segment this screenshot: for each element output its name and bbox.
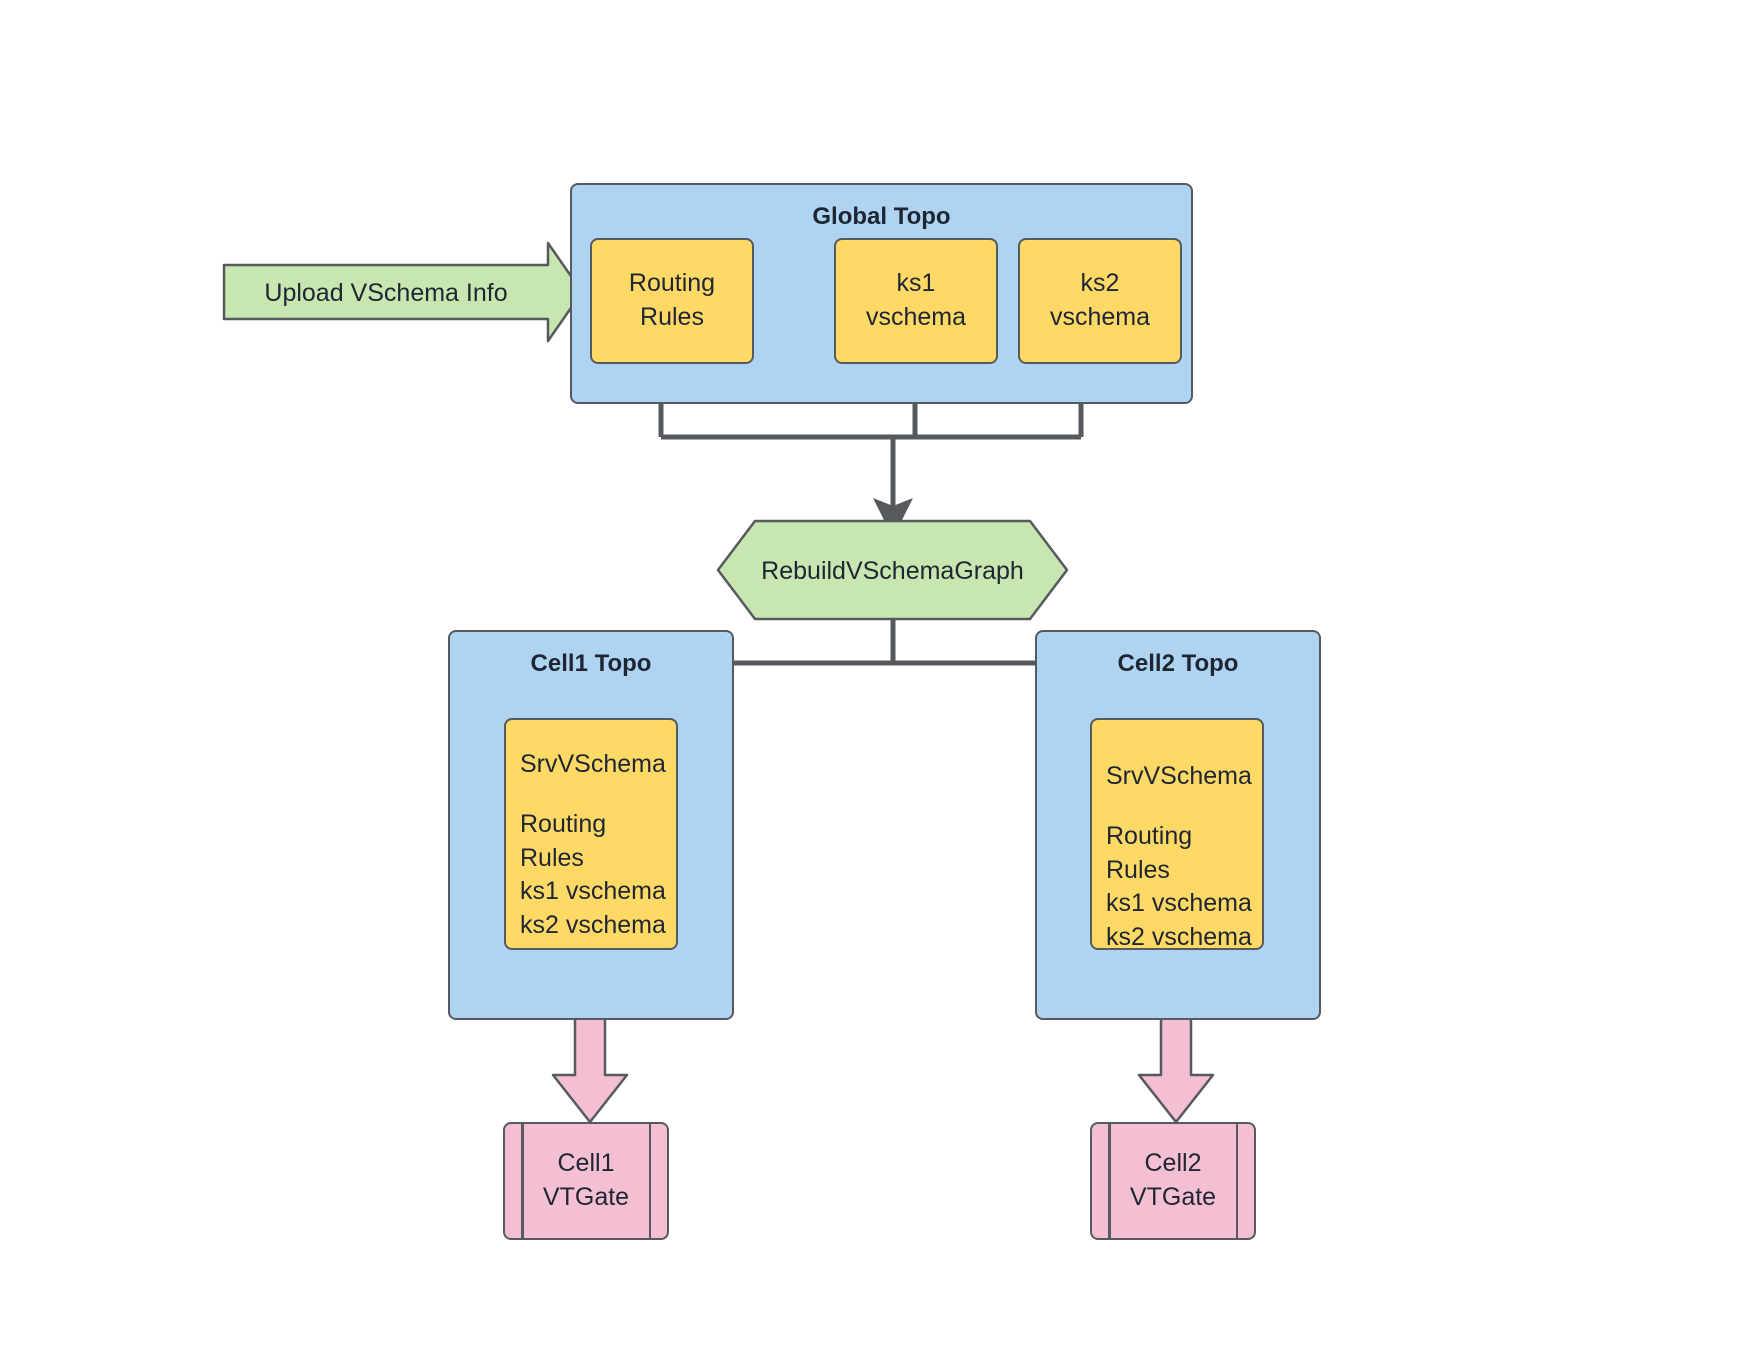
cell2-srv-line-2: ks2 vschema (1106, 923, 1252, 951)
global-ks1-label-line2: vschema (865, 303, 967, 331)
upload-vschema-arrow (222, 241, 584, 343)
global-ks2-label-line1: ks2 (1080, 269, 1120, 298)
rebuild-vschema-graph-hexagon (716, 519, 1069, 621)
upload-vschema-arrow-label: Upload VSchema Info (264, 279, 508, 307)
cell1-topo-title: Cell1 Topo (530, 650, 652, 677)
global-routing-rules-label-line1: Routing (628, 269, 716, 298)
cell2-vtgate-box[interactable]: Cell2 VTGate (1090, 1122, 1256, 1240)
cell1-vtgate-box[interactable]: Cell1 VTGate (503, 1122, 669, 1240)
global-ks1-vschema-box[interactable]: ks1 vschema (834, 238, 998, 364)
cell2-vtgate-label-line1: Cell2 (1144, 1149, 1202, 1178)
rebuild-vschema-graph-label: RebuildVSchemaGraph (761, 557, 1024, 585)
cell1-srv-line-0: Routing Rules (520, 809, 607, 872)
cell2-srvvschema-box[interactable]: SrvVSchema Routing Rules ks1 vschema ks2… (1090, 718, 1264, 951)
global-ks2-label-line2: vschema (1049, 303, 1151, 331)
global-routing-rules-box[interactable]: Routing Rules (590, 238, 754, 364)
global-topo-title: Global Topo (812, 203, 951, 230)
cell1-srv-line-1: ks1 vschema (520, 877, 666, 906)
cell1-srvvschema-title: SrvVSchema (520, 750, 666, 778)
global-routing-rules-label-line2: Rules (640, 303, 704, 331)
global-ks1-label-line1: ks1 (896, 269, 936, 298)
cell2-topo-title: Cell2 Topo (1117, 650, 1239, 677)
global-ks2-vschema-box[interactable]: ks2 vschema (1018, 238, 1182, 364)
cell1-srv-line-2: ks2 vschema (520, 911, 666, 939)
cell1-vtgate-label-line2: VTGate (542, 1183, 630, 1211)
spacer (520, 782, 676, 808)
cell1-vtgate-label-line1: Cell1 (557, 1149, 615, 1178)
cell2-vtgate-label-line2: VTGate (1129, 1183, 1217, 1211)
cell2-srv-line-0: Routing Rules (1106, 821, 1193, 884)
cell1-srvvschema-box[interactable]: SrvVSchema Routing Rules ks1 vschema ks2… (504, 718, 678, 950)
cell2-srvvschema-title: SrvVSchema (1106, 762, 1252, 790)
cell2-srv-line-1: ks1 vschema (1106, 889, 1252, 918)
spacer (1106, 794, 1262, 820)
